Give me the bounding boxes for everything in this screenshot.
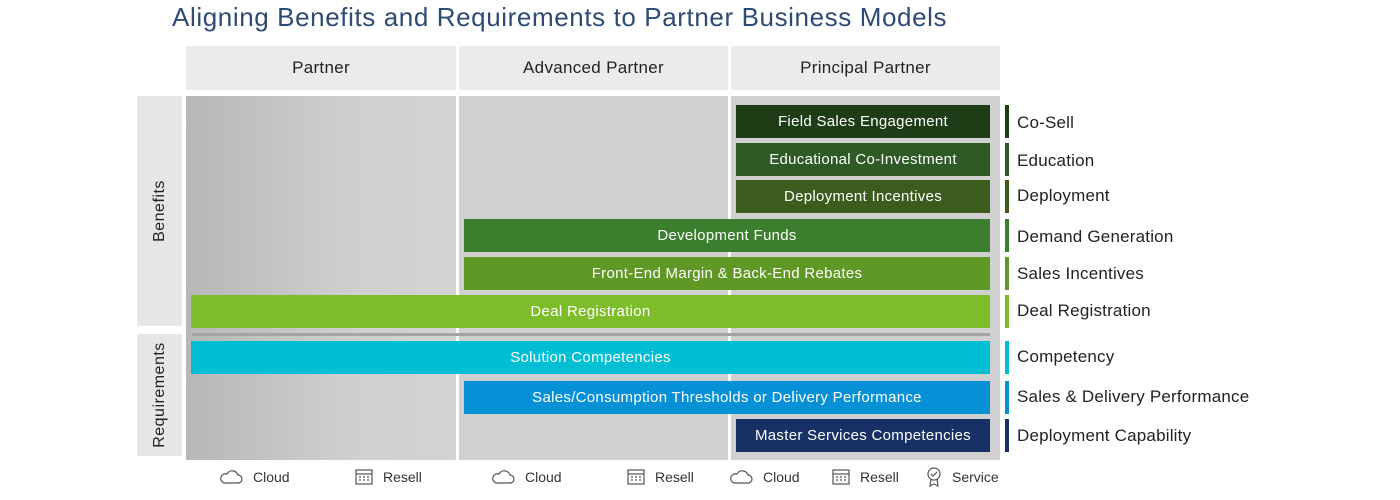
- footer-item-resell: Resell: [832, 466, 899, 488]
- category-marker-competency: [1005, 341, 1009, 374]
- partner-panel: [186, 96, 456, 460]
- category-education: Education: [1017, 150, 1095, 170]
- category-competency: Competency: [1017, 346, 1115, 366]
- resell-icon: [355, 469, 373, 485]
- category-marker-sales-incentives: [1005, 257, 1009, 290]
- bar-deal-registration: Deal Registration: [191, 295, 990, 328]
- cloud-icon: [730, 470, 753, 484]
- footer-item-resell: Resell: [355, 466, 422, 488]
- resell-icon: [627, 469, 645, 485]
- page-title: Aligning Benefits and Requirements to Pa…: [172, 2, 948, 32]
- bar-sales-consumption-thresholds: Sales/Consumption Thresholds or Delivery…: [464, 381, 990, 414]
- cloud-icon: [220, 470, 243, 484]
- category-deployment: Deployment: [1017, 185, 1110, 205]
- footer-label: Resell: [655, 469, 694, 485]
- category-marker-sales-delivery-performance: [1005, 381, 1009, 414]
- category-deployment-capability: Deployment Capability: [1017, 425, 1192, 445]
- category-sales-delivery-performance: Sales & Delivery Performance: [1017, 386, 1250, 406]
- bar-development-funds: Development Funds: [464, 219, 990, 252]
- column-header-partner: Partner: [186, 46, 456, 90]
- cloud-icon: [492, 470, 515, 484]
- category-marker-deployment: [1005, 180, 1009, 213]
- footer-item-cloud: Cloud: [729, 466, 800, 488]
- footer-label: Resell: [860, 469, 899, 485]
- benefits-requirements-divider: [192, 333, 990, 336]
- category-marker-co-sell: [1005, 105, 1009, 138]
- bar-deployment-incentives: Deployment Incentives: [736, 180, 990, 213]
- column-header-advanced-partner: Advanced Partner: [459, 46, 728, 90]
- footer-item-service: Service: [926, 466, 999, 488]
- benefits-side-label: Benefits: [137, 96, 182, 326]
- bar-front-end-margin: Front-End Margin & Back-End Rebates: [464, 257, 990, 290]
- category-marker-demand-generation: [1005, 219, 1009, 252]
- bar-educational-co-investment: Educational Co-Investment: [736, 143, 990, 176]
- requirements-label-text: Requirements: [150, 342, 168, 448]
- footer-label: Service: [952, 469, 999, 485]
- footer-item-cloud: Cloud: [219, 466, 290, 488]
- bar-field-sales-engagement: Field Sales Engagement: [736, 105, 990, 138]
- service-icon: [927, 467, 941, 487]
- footer-label: Resell: [383, 469, 422, 485]
- bar-solution-competencies: Solution Competencies: [191, 341, 990, 374]
- footer-label: Cloud: [253, 469, 290, 485]
- bar-master-services-competencies: Master Services Competencies: [736, 419, 990, 452]
- benefits-label-text: Benefits: [150, 180, 168, 242]
- requirements-side-label: Requirements: [137, 334, 182, 456]
- category-marker-deployment-capability: [1005, 419, 1009, 452]
- category-marker-education: [1005, 143, 1009, 176]
- category-demand-generation: Demand Generation: [1017, 226, 1174, 246]
- footer-item-cloud: Cloud: [491, 466, 562, 488]
- category-sales-incentives: Sales Incentives: [1017, 263, 1144, 283]
- footer-item-resell: Resell: [627, 466, 694, 488]
- footer-label: Cloud: [763, 469, 800, 485]
- category-marker-deal-registration: [1005, 295, 1009, 328]
- footer-label: Cloud: [525, 469, 562, 485]
- column-header-principal-partner: Principal Partner: [731, 46, 1000, 90]
- category-co-sell: Co-Sell: [1017, 112, 1075, 132]
- category-deal-registration: Deal Registration: [1017, 300, 1151, 320]
- resell-icon: [832, 469, 850, 485]
